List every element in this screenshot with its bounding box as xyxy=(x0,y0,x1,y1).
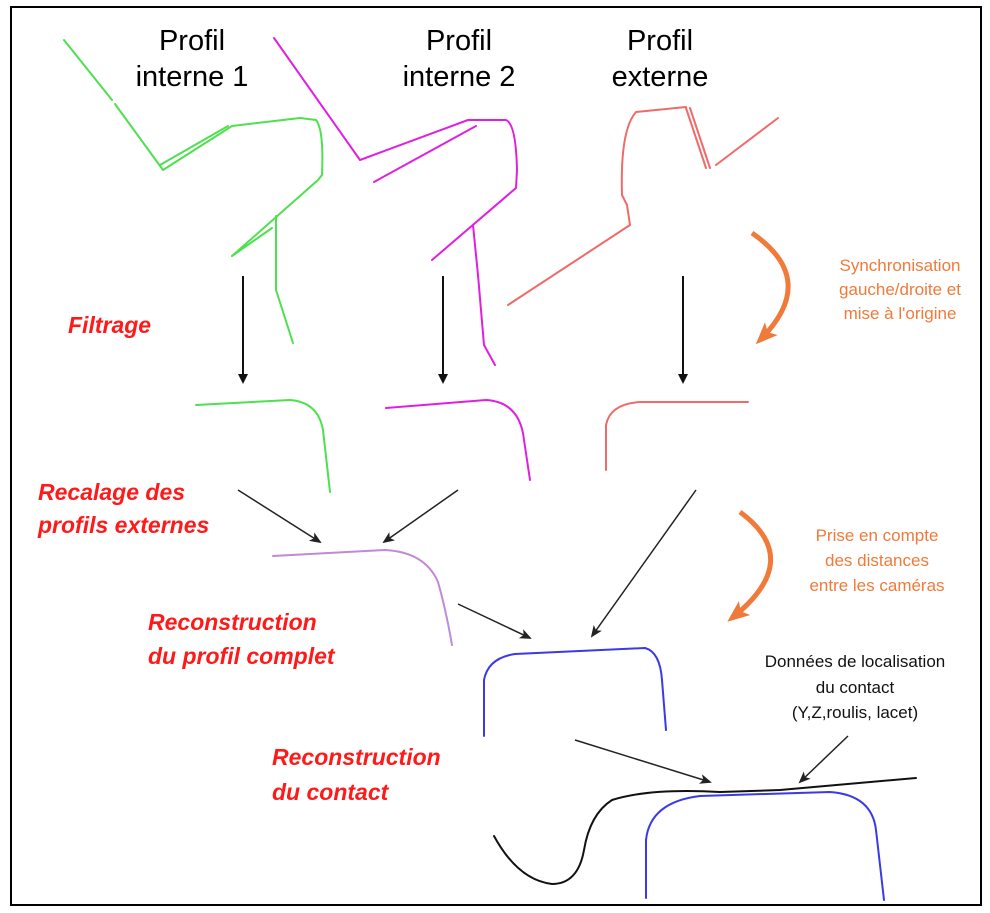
step-reconstruction-profil: Reconstruction du profil complet xyxy=(148,609,336,669)
complete-profile xyxy=(483,647,667,737)
contact-arrow-right xyxy=(798,735,849,784)
note-prise-en-compte: Prise en compte des distances entre les … xyxy=(809,526,944,595)
step-reconstruction-profil-line2: du profil complet xyxy=(148,643,336,669)
step-recalage-line2: profils externes xyxy=(37,512,209,538)
note-donnees-line3: (Y,Z,roulis, lacet) xyxy=(792,703,918,722)
step-recalage: Recalage des profils externes xyxy=(37,479,209,538)
header-profil-interne-1-line2: interne 1 xyxy=(136,61,249,93)
complete-arrow-right xyxy=(590,489,697,638)
filtered-profile-interne-2 xyxy=(385,399,531,481)
step-reconstruction-profil-line1: Reconstruction xyxy=(148,609,317,635)
complete-arrow-left xyxy=(457,603,532,639)
header-profil-interne-1: Profil interne 1 xyxy=(136,25,249,93)
contact-wheel-profile xyxy=(645,791,885,901)
step-reconstruction-contact: Reconstruction du contact xyxy=(272,744,441,805)
contact-rail-profile xyxy=(493,777,917,885)
header-profil-externe-line2: externe xyxy=(612,61,709,93)
header-profil-interne-2-line1: Profil xyxy=(426,25,492,57)
note-donnees-line1: Données de localisation xyxy=(765,652,946,671)
step-reconstruction-contact-line2: du contact xyxy=(272,779,390,805)
filtered-profile-externe xyxy=(605,401,749,471)
note-synchronisation-line1: Synchronisation xyxy=(840,256,961,275)
note-synchronisation-line2: gauche/droite et xyxy=(839,280,961,299)
recalage-arrow-left xyxy=(237,489,322,544)
step-reconstruction-contact-line1: Reconstruction xyxy=(272,744,441,770)
header-profil-externe: Profil externe xyxy=(612,25,709,93)
merged-internal-profile xyxy=(272,549,453,646)
note-synchronisation: Synchronisation gauche/droite et mise à … xyxy=(839,256,961,323)
header-profil-externe-line1: Profil xyxy=(627,25,693,57)
contact-arrow-left xyxy=(574,739,712,784)
note-donnees-line2: du contact xyxy=(816,678,895,697)
recalage-arrow-right xyxy=(382,489,459,544)
note-prise-line1: Prise en compte xyxy=(816,526,939,545)
note-synchronisation-line3: mise à l'origine xyxy=(844,304,957,323)
filtered-profile-interne-1 xyxy=(195,399,331,493)
header-profil-interne-1-line1: Profil xyxy=(159,25,225,57)
step-recalage-line1: Recalage des xyxy=(38,479,185,505)
raw-profile-interne-1 xyxy=(63,39,324,344)
raw-profile-interne-2 xyxy=(273,37,518,366)
raw-profile-externe xyxy=(507,106,779,306)
diagram-frame xyxy=(10,6,982,906)
note-donnees: Données de localisation du contact (Y,Z,… xyxy=(765,652,946,722)
step-filtrage: Filtrage xyxy=(68,312,151,338)
header-profil-interne-2-line2: interne 2 xyxy=(403,61,516,93)
note-prise-line3: entre les caméras xyxy=(809,576,944,595)
header-profil-interne-2: Profil interne 2 xyxy=(403,25,516,93)
prise-curved-arrow xyxy=(727,509,774,622)
note-prise-line2: des distances xyxy=(825,551,929,570)
sync-curved-arrow xyxy=(750,230,791,345)
